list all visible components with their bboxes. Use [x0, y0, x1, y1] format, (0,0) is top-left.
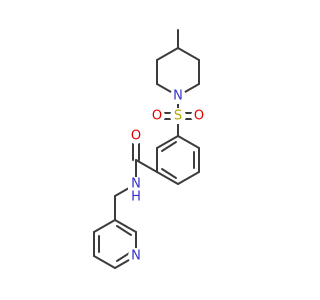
bond-piperidine-c4-c3: [177, 47, 200, 61]
sulfonyl-oxygen-right-label: O: [194, 109, 204, 124]
bond-benzene-3-4: [177, 171, 200, 185]
ring-nitrogen-atom: N: [170, 88, 186, 104]
bond-pyridine-6-1: [93, 219, 116, 233]
bonds: [93, 29, 200, 269]
bond-benzene-4-5: [156, 171, 179, 185]
bond-benzene-inner-c: [161, 168, 177, 179]
sulfonyl-oxygen-right-atom: O: [191, 108, 207, 124]
bond-benzene-inner-b: [161, 141, 177, 152]
sulfonyl-oxygen-left-atom: O: [149, 108, 165, 124]
carbonyl-oxygen-label: O: [131, 129, 141, 144]
bond-benzene-1-2: [177, 135, 200, 149]
sulfur-label: S: [174, 109, 182, 124]
carbonyl-oxygen-atom: O: [128, 128, 144, 144]
bond-benzene-6-1: [156, 135, 179, 149]
pyridine-nitrogen-label: N: [131, 249, 141, 264]
amide-hydrogen-label: H: [131, 190, 141, 205]
bond-pyridine-inner-a: [116, 225, 132, 236]
bond-benzene-carbonyl: [135, 159, 158, 173]
atom-labels: N S O O O N H N: [128, 88, 207, 264]
sulfonyl-oxygen-left-label: O: [152, 109, 162, 124]
bond-piperidine-c5-c4: [156, 47, 179, 61]
molecule-structure-diagram: N S O O O N H N: [93, 29, 207, 269]
sulfur-atom: S: [170, 108, 186, 124]
bond-pyridine-1-2: [114, 219, 137, 233]
amide-nh-atom: N H: [128, 177, 144, 205]
pyridine-nitrogen-atom: N: [128, 248, 144, 264]
ring-nitrogen-label: N: [173, 89, 183, 104]
amide-nitrogen-label: N: [131, 177, 141, 192]
bond-pyridine-4-5: [93, 255, 116, 269]
